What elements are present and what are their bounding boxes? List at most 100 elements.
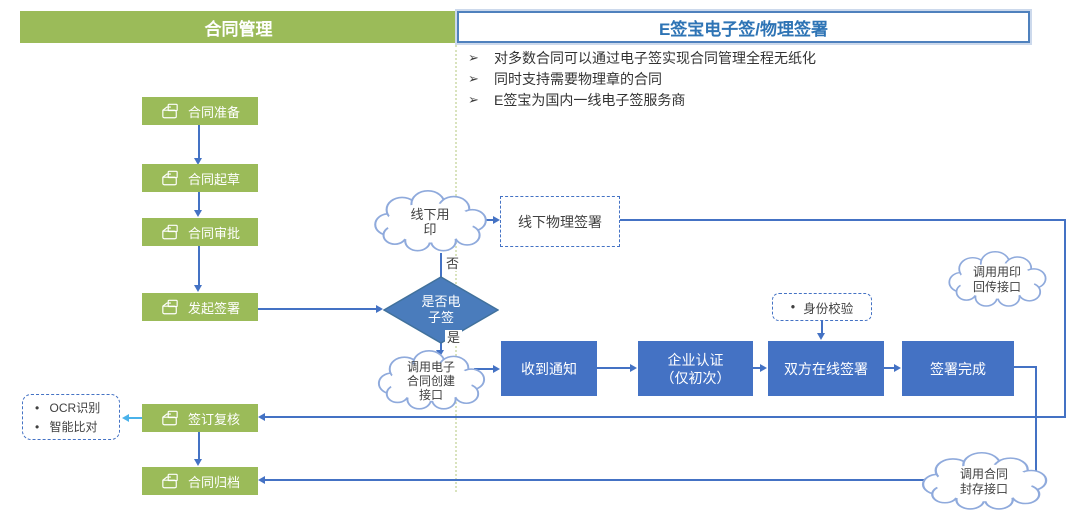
flow-box-label: 合同准备 — [187, 104, 240, 120]
bullet-arrow-icon: ➢ — [468, 70, 479, 86]
cloud-contract-create-api: 调用电子 合同创建 接口 — [372, 350, 490, 412]
connector-line — [440, 343, 442, 351]
arrowhead — [493, 365, 500, 373]
step-label: 双方在线签署 — [784, 360, 868, 377]
bullet-item: ➢ 同时支持需要物理章的合同 — [468, 68, 816, 89]
arrowhead — [894, 364, 901, 372]
document-icon — [162, 473, 178, 488]
connector-line — [1035, 366, 1037, 482]
flow-box-initiate-sign: 发起签署 — [142, 293, 258, 321]
connector-line — [821, 321, 823, 334]
flow-box-label: 合同归档 — [187, 474, 240, 490]
connector-line — [265, 479, 1037, 481]
identity-check-label: 身份校验 — [803, 301, 854, 316]
arrowhead — [493, 216, 500, 224]
step-box-enterprise-auth: 企业认证 （仅初次） — [638, 341, 753, 396]
identity-check-box: • 身份校验 — [772, 293, 872, 321]
connector-line — [198, 432, 200, 459]
right-panel-title: E签宝电子签/物理签署 — [658, 19, 829, 39]
bullet-dot: • — [35, 401, 40, 415]
decision-no-label: 否 — [444, 256, 462, 271]
cloud-label: 调用电子 合同创建 接口 — [406, 360, 455, 402]
cloud-contract-archive-api: 调用合同 封存接口 — [915, 452, 1053, 512]
connector-line — [129, 417, 142, 419]
cloud-label: 调用用印 回传接口 — [972, 265, 1021, 294]
arrowhead — [194, 158, 202, 165]
connector-line — [198, 246, 200, 285]
arrowhead — [817, 333, 825, 340]
connector-line — [597, 367, 630, 369]
ocr-capability-box: • OCR识别 • 智能比对 — [22, 394, 120, 440]
contract-management-header: 合同管理 — [20, 11, 457, 43]
step-box-both-parties-sign: 双方在线签署 — [768, 341, 884, 396]
feature-bullet-list: ➢ 对多数合同可以通过电子签实现合同管理全程无纸化 ➢ 同时支持需要物理章的合同… — [468, 47, 816, 110]
connector-line — [1064, 219, 1066, 418]
decision-yes-label: 是 — [445, 330, 463, 345]
arrowhead — [376, 305, 383, 313]
connector-line — [753, 367, 761, 369]
cloud-shape — [374, 190, 487, 252]
arrowhead — [194, 459, 202, 466]
ocr-item-label: 智能比对 — [49, 420, 98, 434]
connector-line — [476, 219, 494, 221]
connector-line — [198, 192, 200, 210]
arrowhead — [258, 413, 265, 421]
connector-line — [474, 368, 494, 370]
bullet-dot: • — [35, 420, 40, 434]
document-icon — [162, 224, 178, 239]
ocr-item-label: OCR识别 — [49, 401, 101, 415]
arrowhead — [194, 210, 202, 217]
cloud-seal-return-api: 调用用印 回传接口 — [943, 251, 1051, 309]
connector-line — [440, 253, 442, 277]
bullet-dot: • — [790, 300, 796, 314]
flow-box-sign-review: 签订复核 — [142, 404, 258, 432]
cloud-label: 调用合同 封存接口 — [959, 467, 1008, 496]
arrowhead — [760, 364, 767, 372]
flow-box-contract-approval: 合同审批 — [142, 218, 258, 246]
flow-box-label: 合同起草 — [187, 171, 240, 187]
step-label: 企业认证 （仅初次） — [660, 351, 731, 386]
connector-line — [620, 219, 1066, 221]
offline-physical-sign-box: 线下物理签署 — [500, 196, 620, 247]
step-box-notification-received: 收到通知 — [501, 341, 597, 396]
cloud-offline-seal: 线下用 印 — [368, 190, 492, 254]
bullet-item: ➢ 对多数合同可以通过电子签实现合同管理全程无纸化 — [468, 47, 816, 68]
connector-line — [265, 416, 1066, 418]
left-panel-title: 合同管理 — [204, 19, 273, 39]
cloud-label: 线下用 印 — [410, 207, 450, 237]
esign-header: E签宝电子签/物理签署 — [457, 11, 1030, 43]
bullet-arrow-icon: ➢ — [468, 91, 479, 107]
flow-box-label: 合同审批 — [187, 225, 240, 241]
cloud-shape — [921, 452, 1048, 510]
offline-physical-sign-label: 线下物理签署 — [518, 213, 602, 230]
connector-line — [884, 367, 894, 369]
bullet-text: 同时支持需要物理章的合同 — [494, 70, 662, 87]
bullet-text: 对多数合同可以通过电子签实现合同管理全程无纸化 — [494, 49, 816, 66]
arrowhead — [194, 285, 202, 292]
cloud-shape — [377, 350, 486, 410]
flow-box-label: 发起签署 — [187, 300, 240, 316]
bullet-text: E签宝为国内一线电子签服务商 — [494, 91, 686, 108]
document-icon — [162, 170, 178, 185]
cloud-shape — [948, 251, 1047, 307]
connector-line — [258, 308, 376, 310]
ocr-item: • OCR识别 — [35, 399, 119, 418]
step-box-sign-complete: 签署完成 — [902, 341, 1014, 396]
decision-diamond-esign: 是否电 子签 — [383, 276, 499, 344]
arrowhead — [436, 350, 444, 357]
flow-box-contract-prepare: 合同准备 — [142, 97, 258, 125]
flow-box-contract-draft: 合同起草 — [142, 164, 258, 192]
arrowhead — [122, 414, 129, 422]
document-icon — [162, 103, 178, 118]
step-label: 签署完成 — [930, 360, 986, 377]
decision-label: 是否电 子签 — [421, 294, 461, 325]
arrowhead — [258, 476, 265, 484]
connector-line — [198, 125, 200, 158]
bullet-arrow-icon: ➢ — [468, 49, 479, 65]
connector-line — [1014, 366, 1037, 368]
flow-box-contract-archive: 合同归档 — [142, 467, 258, 495]
ocr-item: • 智能比对 — [35, 418, 119, 437]
bullet-item: ➢ E签宝为国内一线电子签服务商 — [468, 89, 816, 110]
diamond-shape — [383, 276, 499, 344]
